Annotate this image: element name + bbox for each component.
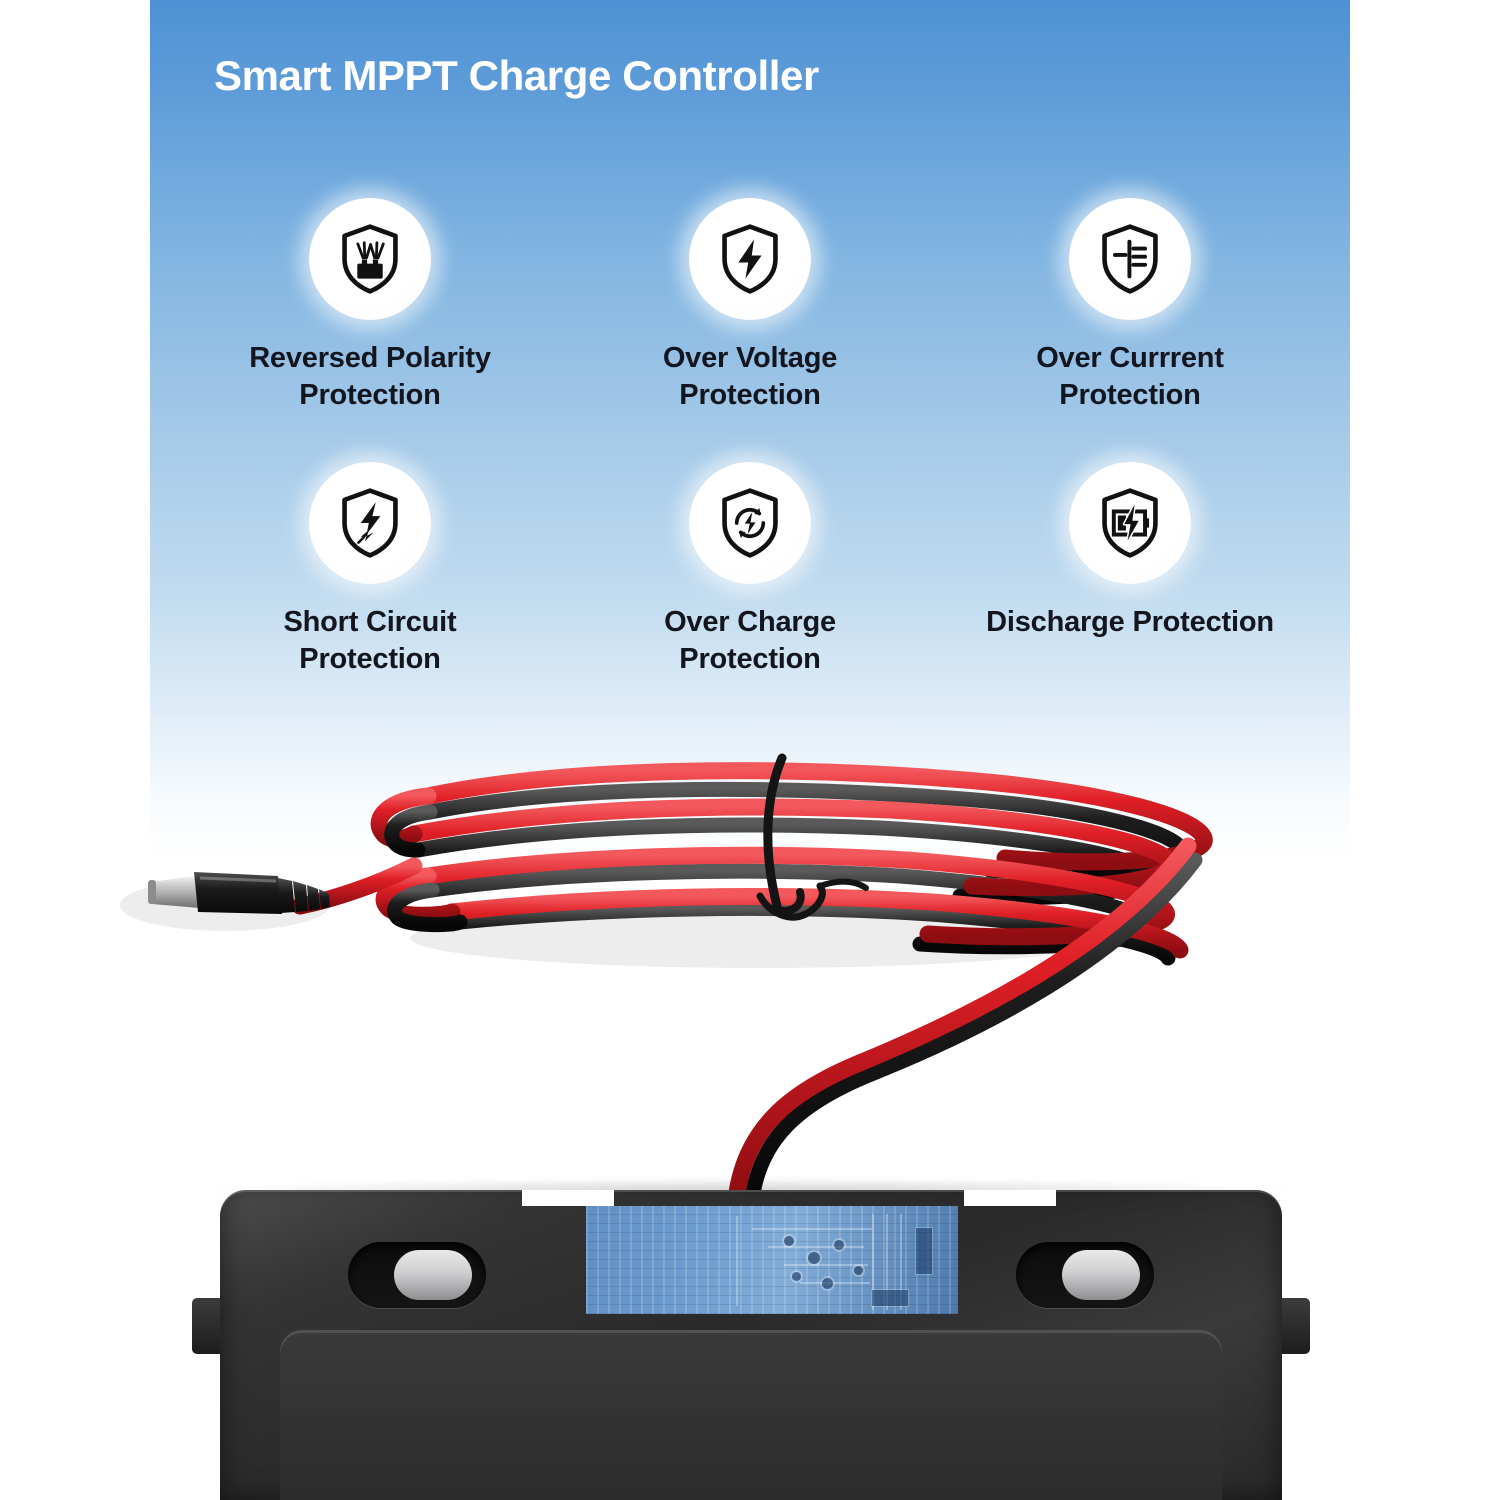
shield-broken-bolt-icon [333,486,407,560]
feature-label: Short Circuit Protection [283,606,457,676]
housing-body [220,1190,1282,1500]
feature-badge [1069,198,1191,320]
feature-label: Over Voltage Protection [662,342,838,412]
dc-barrel-connector [120,872,330,931]
feature-badge [689,198,811,320]
product-photo [0,700,1500,1500]
feature-badge [309,462,431,585]
charge-controller-housing [192,1190,1310,1500]
pcb-window [586,1206,958,1314]
feature-badge [689,462,811,585]
feature-item-over-current: Over Currrent Protection [940,198,1320,414]
mounting-slot-right [1016,1242,1154,1308]
feature-label: Discharge Protection [986,606,1274,639]
red-wire-tail [727,837,1197,1209]
feature-grid: Reversed Polarity Protection Over Voltag… [180,198,1320,678]
shield-battery-spark-icon [333,222,407,296]
housing-inner-lip [280,1330,1222,1500]
housing-notch-right [964,1190,1056,1206]
feature-label: Reversed Polarity Protection [249,342,491,412]
shield-recycle-bolt-icon [713,486,787,560]
feature-item-over-voltage: Over Voltage Protection [560,198,940,414]
feature-item-over-charge: Over Charge Protection [560,462,940,678]
shield-lightning-bolt-icon [713,222,787,296]
feature-item-reversed-polarity: Reversed Polarity Protection [180,198,560,414]
cable-tie [756,753,869,921]
feature-label: Over Currrent Protection [1036,342,1224,412]
mounting-slot-left [348,1242,486,1308]
feature-badge [309,198,431,320]
black-wire-tail [744,852,1203,1208]
feature-item-discharge: Discharge Protection [940,462,1320,678]
page-title: Smart MPPT Charge Controller [214,52,819,99]
cable-assembly [120,753,1213,1209]
housing-notch-left [522,1190,614,1206]
feature-item-short-circuit: Short Circuit Protection [180,462,560,678]
shield-battery-bolt-icon [1093,486,1167,560]
feature-badge [1069,462,1191,585]
feature-label: Over Charge Protection [664,606,836,676]
shield-fuse-circuit-icon [1093,222,1167,296]
gradient-background [150,0,1350,860]
